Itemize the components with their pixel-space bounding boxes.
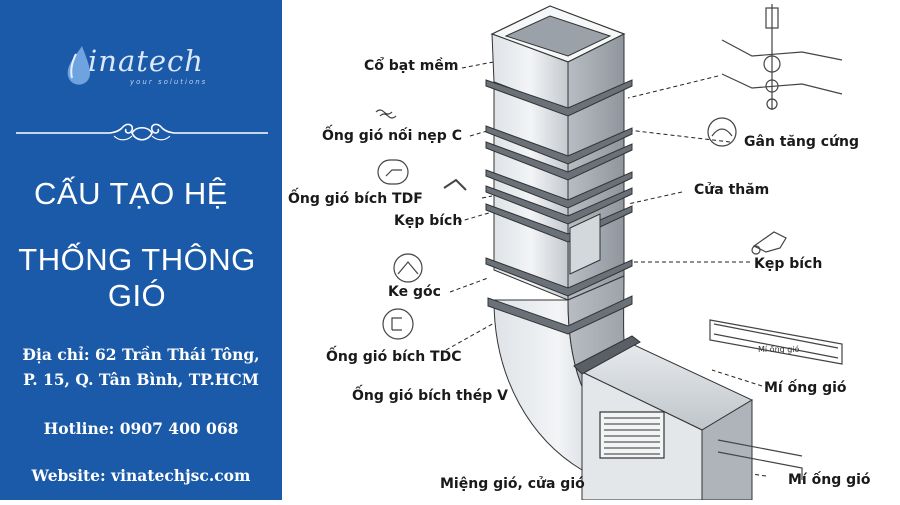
label-kep-bich-left: Kẹp bích: [394, 213, 463, 229]
label-mi-ong-gio-small: Mí ống gió: [758, 345, 800, 354]
bolt-detail: [721, 4, 843, 110]
label-ong-gio-noi-nep-c: Ống gió nối nẹp C: [322, 128, 462, 144]
water-drop-logo-icon: [67, 46, 91, 85]
logo-tagline: your solutions: [130, 78, 208, 86]
horizontal-duct: [573, 335, 754, 501]
seam-detail: [709, 319, 843, 480]
brand-logo: inatech your solutions: [58, 44, 228, 92]
label-kep-bich-right: Kẹp bích: [754, 256, 823, 272]
ventilation-diagram: Cổ bạt mềm Ống gió nối nẹp C Ống gió bíc…: [282, 0, 900, 501]
label-ong-gio-bich-tdf: Ống gió bích TDF: [288, 191, 423, 207]
detail-sketches: [375, 4, 843, 480]
info-panel: inatech your solutions CẤU TẠO HỆ THỐNG …: [0, 0, 282, 500]
label-cua-tham: Cửa thăm: [694, 182, 770, 198]
label-ong-gio-bich-thep-v: Ống gió bích thép V: [352, 388, 508, 404]
label-ong-gio-bich-tdc: Ống gió bích TDC: [326, 349, 462, 365]
label-mi-ong-gio-1: Mí ống gió: [764, 380, 847, 396]
label-ke-goc: Ke góc: [388, 284, 441, 300]
label-mieng-gio-cua-gio: Miệng gió, cửa gió: [440, 476, 585, 492]
hotline-text: Hotline: 0907 400 068: [43, 419, 239, 438]
address-line-2: P. 15, Q. Tân Bình, TP.HCM: [23, 370, 259, 389]
duct-illustration: [375, 4, 843, 501]
address-line-1: Địa chỉ: 62 Trần Thái Tông,: [22, 345, 260, 364]
page-title-line-2: THỐNG THÔNG GIÓ: [18, 242, 256, 313]
logo-text: inatech: [88, 44, 204, 78]
label-mi-ong-gio-2: Mí ống gió: [788, 472, 871, 488]
page-title-line-1: CẤU TẠO HỆ: [34, 176, 228, 211]
scroll-ornament-icon: [16, 123, 268, 141]
website-text: Website: vinatechjsc.com: [31, 466, 251, 485]
label-gan-tang-cung: Gân tăng cứng: [744, 134, 860, 150]
label-co-bat-mem: Cổ bạt mềm: [364, 58, 459, 74]
